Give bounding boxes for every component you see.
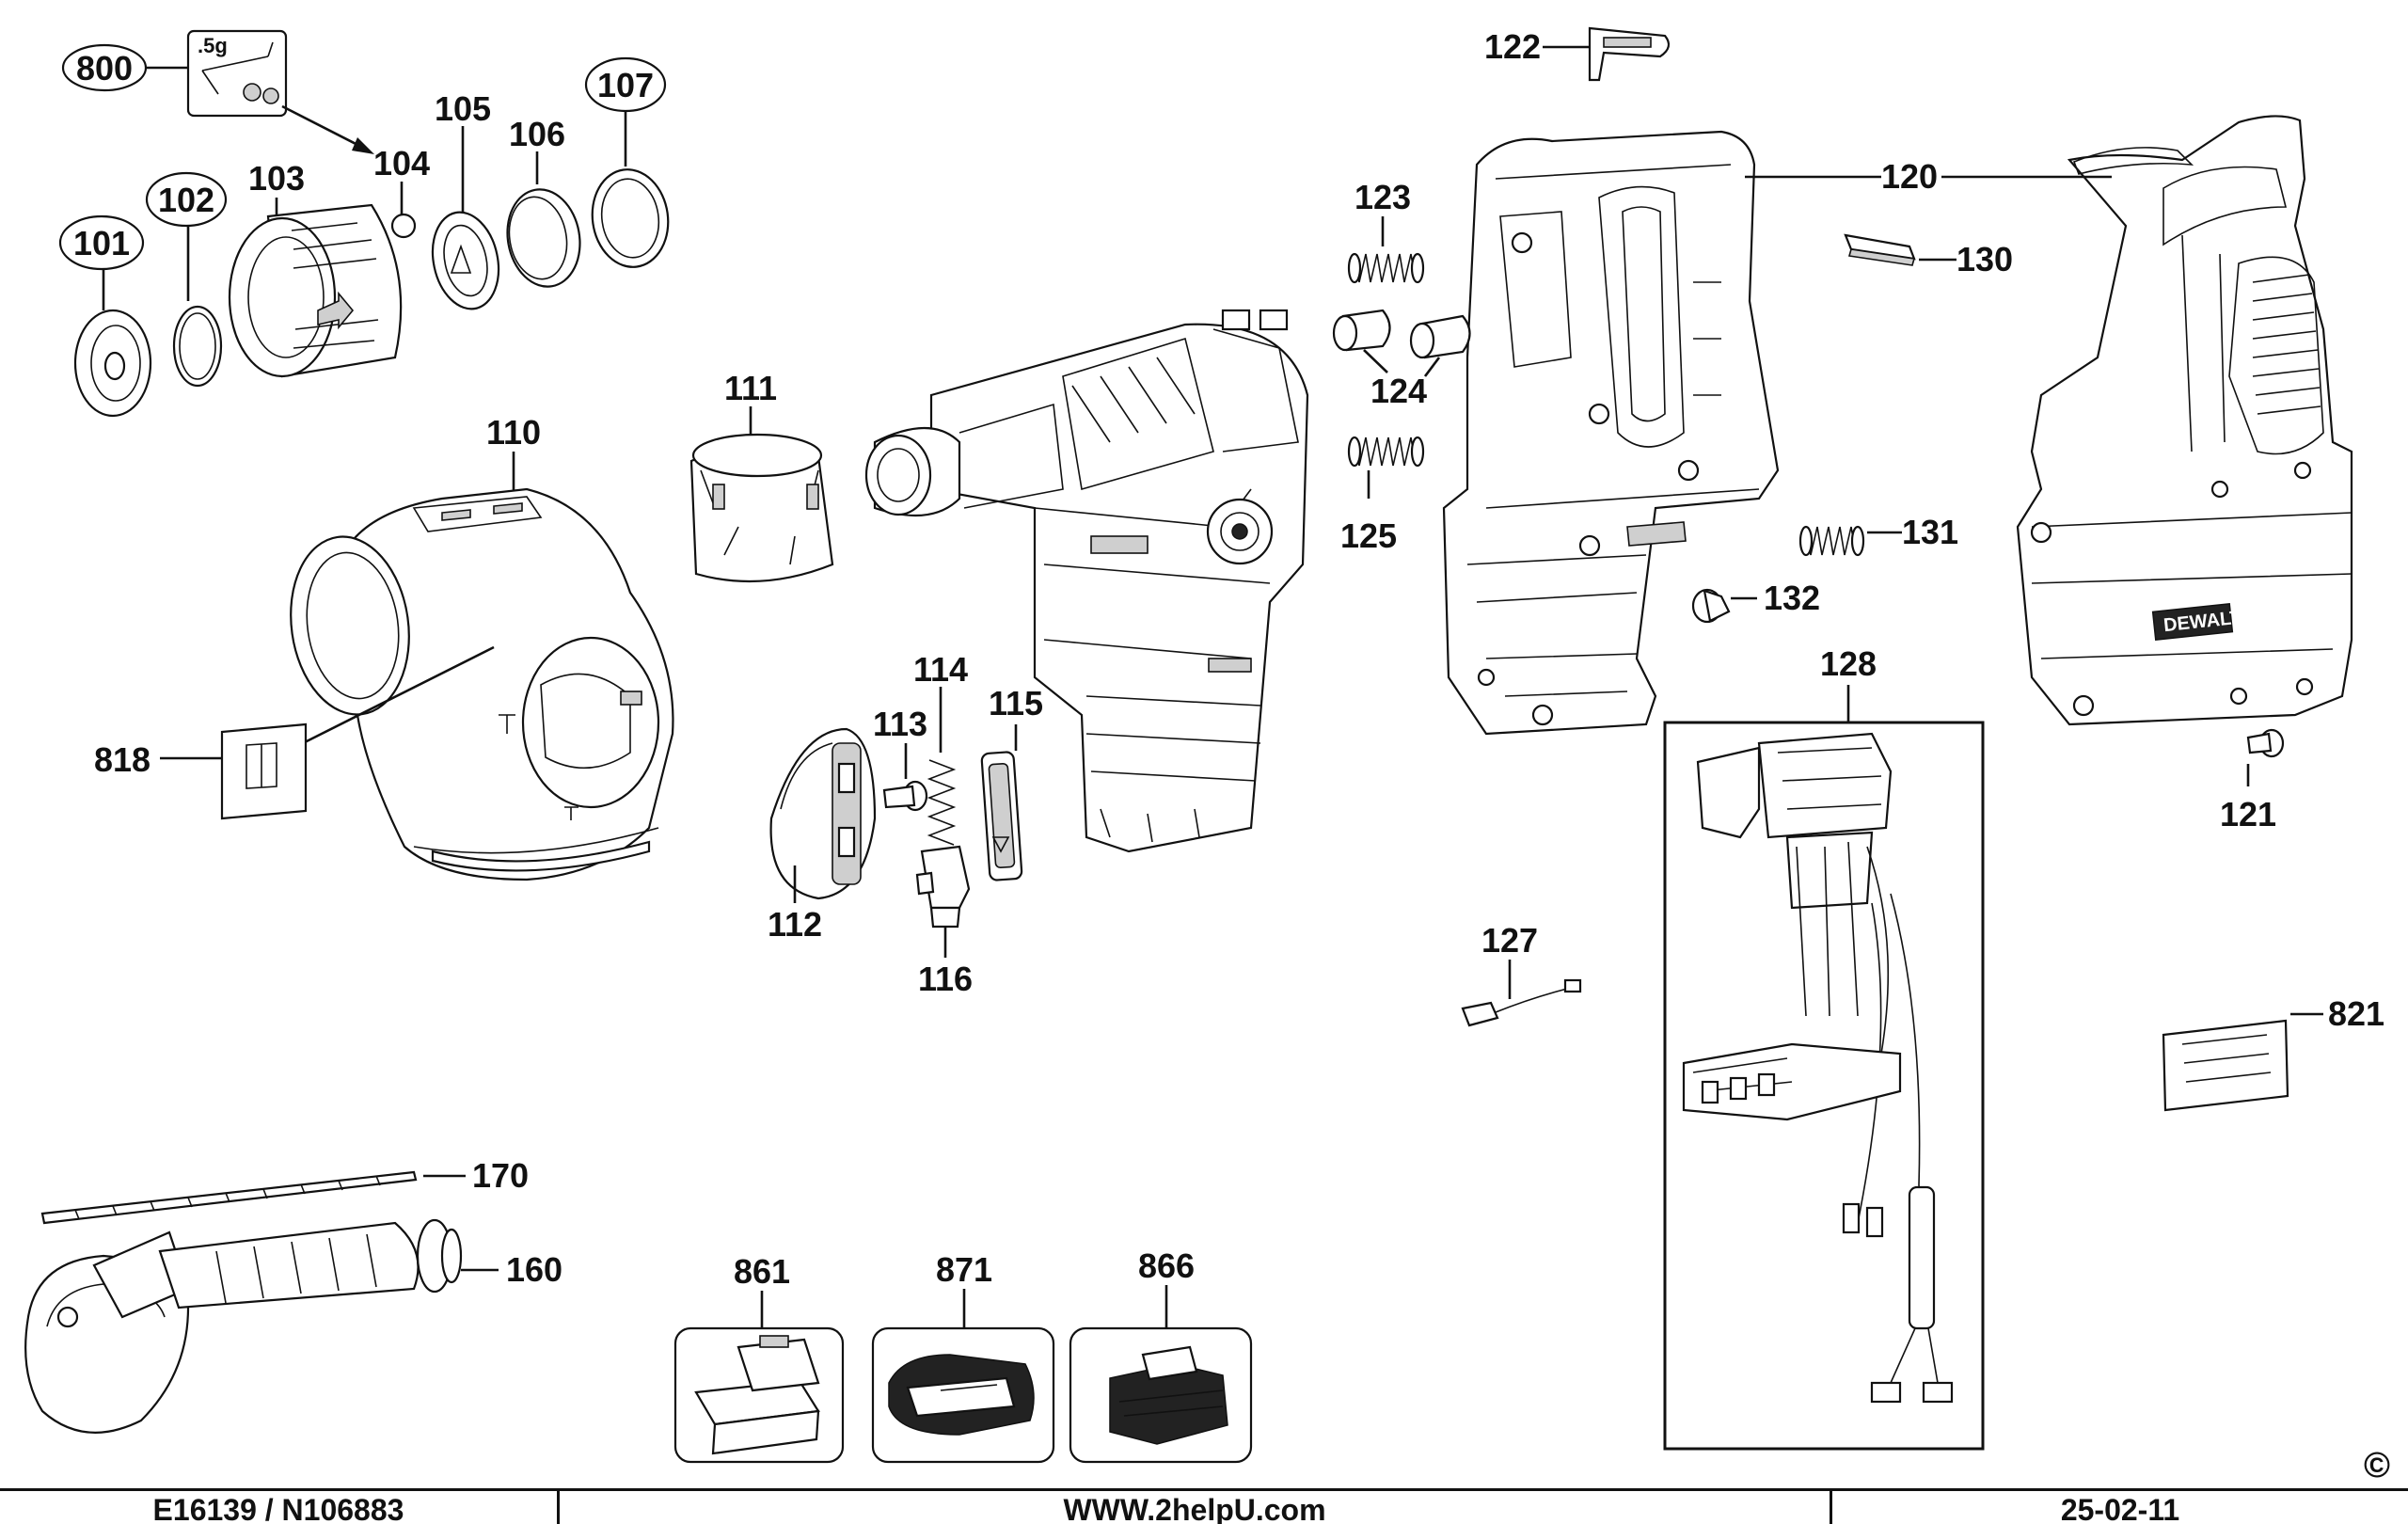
label-111: 111	[724, 369, 777, 407]
label-106: 106	[509, 115, 565, 153]
label-160: 160	[506, 1250, 562, 1289]
part-106-ring: 106	[506, 115, 581, 288]
part-110-gear-housing: 110	[290, 413, 674, 881]
label-105: 105	[435, 89, 491, 128]
part-112-mode-knob: 112	[768, 727, 877, 944]
label-110: 110	[486, 413, 541, 452]
label-114: 114	[913, 650, 968, 689]
part-116-actuator: 116	[915, 845, 973, 998]
label-115: 115	[989, 684, 1043, 722]
label-116: 116	[918, 960, 973, 998]
label-125: 125	[1340, 516, 1397, 555]
part-122-switch-button: 122	[1484, 26, 1671, 82]
label-170: 170	[472, 1156, 529, 1195]
part-125-spring: 125	[1340, 436, 1425, 555]
label-130: 130	[1956, 240, 2013, 278]
part-111-lock-ring: 111	[689, 369, 834, 583]
label-107: 107	[597, 66, 654, 104]
part-113-pin: 113	[873, 705, 928, 812]
part-105-clip: 105	[431, 89, 500, 310]
part-107-ring: 107	[584, 56, 670, 268]
part-821-label: 821	[2162, 994, 2384, 1112]
part-130-clip: 130	[1844, 233, 2013, 278]
part-160-side-handle: 160	[24, 1218, 562, 1434]
part-131-spring: 131	[1798, 513, 1958, 557]
label-102: 102	[158, 181, 214, 219]
label-871: 871	[936, 1250, 992, 1289]
label-123: 123	[1354, 178, 1411, 216]
label-127: 127	[1481, 921, 1538, 960]
part-120-housing-left-half	[1442, 130, 1780, 736]
label-821: 821	[2328, 994, 2384, 1033]
part-101-nose-cap: 101	[58, 214, 152, 418]
label-128: 128	[1820, 644, 1877, 683]
label-104: 104	[373, 144, 430, 183]
label-818: 818	[94, 740, 150, 779]
part-132-button: 132	[1691, 579, 1820, 624]
footer-divider	[557, 1491, 560, 1524]
label-131: 131	[1902, 513, 1958, 551]
part-102-ring: 102	[145, 171, 228, 388]
label-113: 113	[873, 705, 927, 743]
label-122: 122	[1484, 27, 1541, 66]
part-818-label: 818	[94, 722, 308, 820]
callout-120: 120	[1745, 157, 2112, 196]
copyright-symbol: ©	[2364, 1446, 2390, 1485]
label-grease-weight: .5g	[198, 34, 228, 57]
label-112: 112	[768, 905, 822, 944]
label-132: 132	[1764, 579, 1820, 617]
part-170-depth-rod: 170	[40, 1156, 529, 1225]
label-861: 861	[734, 1252, 790, 1291]
label-800: 800	[76, 49, 133, 87]
footer-model-number: E16139 / N106883	[152, 1493, 404, 1524]
label-120: 120	[1881, 157, 1938, 196]
label-121: 121	[2220, 795, 2276, 833]
part-861-carry-case: 861	[673, 1252, 845, 1464]
part-866-battery: 866	[1069, 1246, 1253, 1464]
part-103-front-sleeve: 103	[228, 159, 403, 378]
part-115-slider: 115	[980, 684, 1043, 881]
part-127-wire-lead: 127	[1461, 921, 1582, 1027]
part-128-switch-assembly: 128	[1663, 644, 1985, 1451]
part-114-spring: 114	[913, 650, 968, 846]
label-101: 101	[73, 224, 130, 262]
part-123-spring: 123	[1347, 178, 1425, 284]
part-121-screw: 121	[2220, 728, 2285, 833]
label-103: 103	[248, 159, 305, 198]
footer-website: WWW.2helpU.com	[1063, 1493, 1326, 1524]
part-871-charger: 871	[871, 1250, 1055, 1464]
footer-bar: E16139 / N106883 WWW.2helpU.com 25-02-11	[0, 1488, 2408, 1524]
label-866: 866	[1138, 1246, 1195, 1285]
part-120-housing-right-half: DEWALT	[2016, 115, 2353, 726]
part-104-ball: 104	[373, 144, 430, 239]
footer-date: 25-02-11	[2060, 1493, 2180, 1524]
part-124-rollers: 124	[1332, 309, 1471, 410]
footer-divider	[1830, 1491, 1832, 1524]
motor-gearbox-assembly	[864, 309, 1309, 853]
part-800-grease-kit: 800 .5g	[61, 29, 374, 154]
label-124: 124	[1370, 372, 1427, 410]
